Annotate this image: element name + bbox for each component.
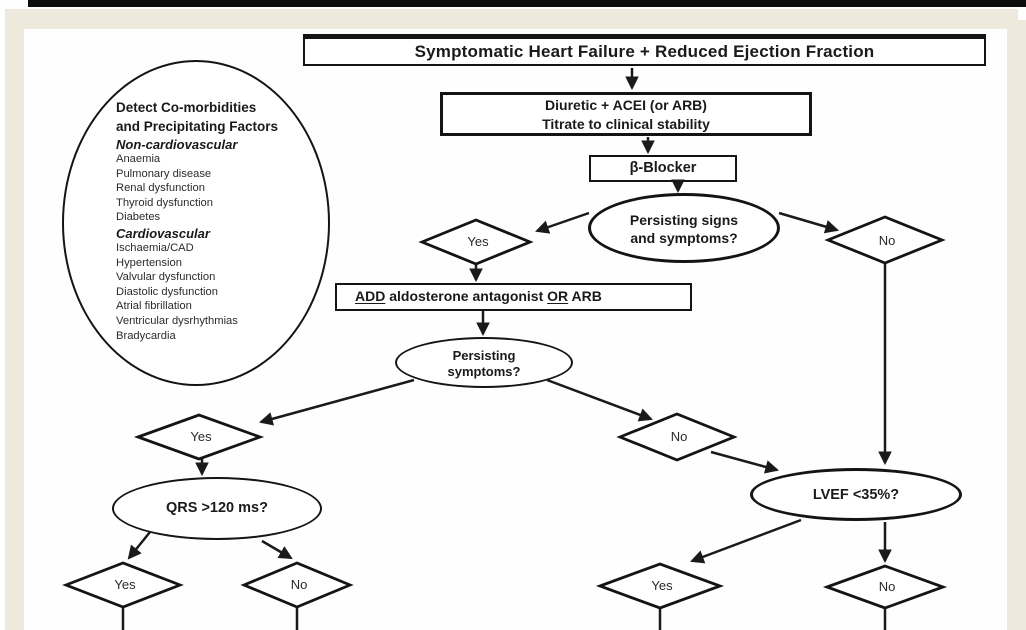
- diuretic-line2: Titrate to clinical stability: [542, 116, 710, 132]
- decision-no4-diamond: [822, 564, 948, 610]
- symptoms-line2: symptoms?: [447, 364, 521, 379]
- decision-yes1-label: Yes: [467, 234, 489, 249]
- connector-symptoms-to-yes2: [259, 378, 415, 426]
- scan-top-bar: [28, 0, 1026, 7]
- cardiovascular-header: Cardiovascular: [116, 225, 210, 241]
- comorbidity-item: Diabetes: [116, 211, 161, 224]
- comorbidity-item: Atrial fibrillation: [116, 300, 192, 313]
- comorbidity-item: Anaemia: [116, 153, 161, 165]
- persisting-symptoms-ellipse: Persisting symptoms?: [395, 337, 573, 388]
- decision-no1-diamond: [824, 215, 946, 265]
- decision-no4-label: No: [879, 579, 896, 594]
- qrs-ellipse: QRS >120 ms?: [112, 477, 322, 540]
- connector-qrs-to-no3: [261, 539, 293, 560]
- decision-yes2-diamond: [133, 413, 265, 461]
- figure-border-left: [5, 9, 24, 630]
- add-end-text: ARB: [568, 288, 602, 304]
- comorbidity-item: Hypertension: [116, 256, 182, 269]
- comorbidity-item: Valvular dysfunction: [116, 271, 216, 284]
- connector-qrs-to-yes3: [127, 531, 151, 560]
- title-box: Symptomatic Heart Failure + Reduced Ejec…: [303, 34, 986, 66]
- comorbidities-ellipse: Detect Co-morbidities and Precipitating …: [62, 60, 330, 386]
- comorbidities-title-line2: and Precipitating Factors: [116, 119, 279, 134]
- decision-no3-label: No: [291, 577, 308, 592]
- comorbidity-item: Ischaemia/CAD: [116, 241, 194, 254]
- connector-signs-to-yes1: [535, 211, 590, 234]
- lvef-ellipse: LVEF <35%?: [750, 468, 962, 521]
- add-underlined: ADD: [355, 288, 386, 304]
- persisting-signs-ellipse: Persisting signs and symptoms?: [588, 193, 780, 263]
- decision-yes3-diamond: [62, 561, 184, 609]
- connector-signs-to-no1: [778, 211, 839, 234]
- decision-no2-diamond: [616, 412, 738, 462]
- decision-yes4-label: Yes: [651, 578, 673, 593]
- decision-no3-diamond: [240, 561, 354, 609]
- noncardiovascular-header: Non-cardiovascular: [116, 137, 238, 152]
- decision-no2-label: No: [671, 429, 688, 444]
- beta-blocker-box: β-Blocker: [589, 155, 737, 182]
- diuretic-acei-box: Diuretic + ACEI (or ARB) Titrate to clin…: [440, 92, 812, 136]
- add-aldosterone-box: ADD aldosterone antagonist OR ARB: [335, 283, 692, 311]
- decision-no1-label: No: [879, 233, 896, 248]
- add-middle-text: aldosterone antagonist: [385, 288, 548, 304]
- or-underlined: OR: [547, 288, 569, 304]
- connector-lvef-to-yes4: [690, 518, 802, 564]
- comorbidity-item: Renal dysfunction: [116, 182, 205, 195]
- figure-border-top: [8, 9, 1018, 29]
- decision-yes1-diamond: [418, 218, 534, 266]
- diuretic-line1: Diuretic + ACEI (or ARB): [545, 97, 707, 113]
- decision-yes4-diamond: [595, 562, 725, 610]
- decision-yes2-label: Yes: [190, 429, 212, 444]
- comorbidities-title-line1: Detect Co-morbidities: [116, 100, 257, 115]
- comorbidity-item: Pulmonary disease: [116, 167, 212, 180]
- comorbidity-item: Bradycardia: [116, 329, 176, 342]
- comorbidity-item: Ventricular dysrhythmias: [116, 314, 238, 327]
- connector-no2-to-lvef: [710, 450, 779, 474]
- comorbidity-item: Thyroid dysfunction: [116, 196, 214, 209]
- signs-line1: Persisting signs: [629, 212, 739, 228]
- signs-line2: and symptoms?: [630, 230, 738, 246]
- figure-border-right: [1007, 20, 1026, 630]
- symptoms-line1: Persisting: [452, 348, 516, 363]
- connector-symptoms-to-no2: [546, 378, 653, 422]
- comorbidity-item: Diastolic dysfunction: [116, 285, 218, 298]
- decision-yes3-label: Yes: [114, 577, 136, 592]
